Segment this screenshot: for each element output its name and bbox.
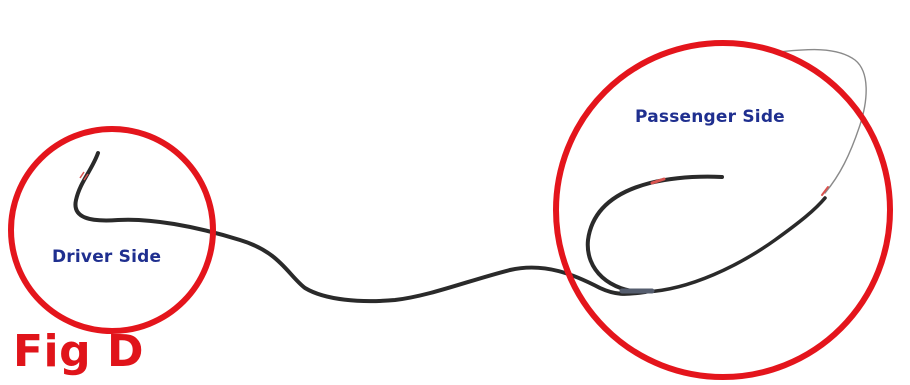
thin-sensor-wire bbox=[778, 50, 866, 193]
figure-caption: Fig D bbox=[13, 327, 144, 377]
driver-side-circle bbox=[11, 129, 213, 331]
passenger-side-circle bbox=[556, 43, 890, 377]
passenger-loop-cable bbox=[588, 177, 722, 292]
passenger-branch-cable bbox=[645, 198, 825, 292]
passenger-side-label: Passenger Side bbox=[635, 107, 785, 127]
driver-side-label: Driver Side bbox=[52, 247, 161, 267]
